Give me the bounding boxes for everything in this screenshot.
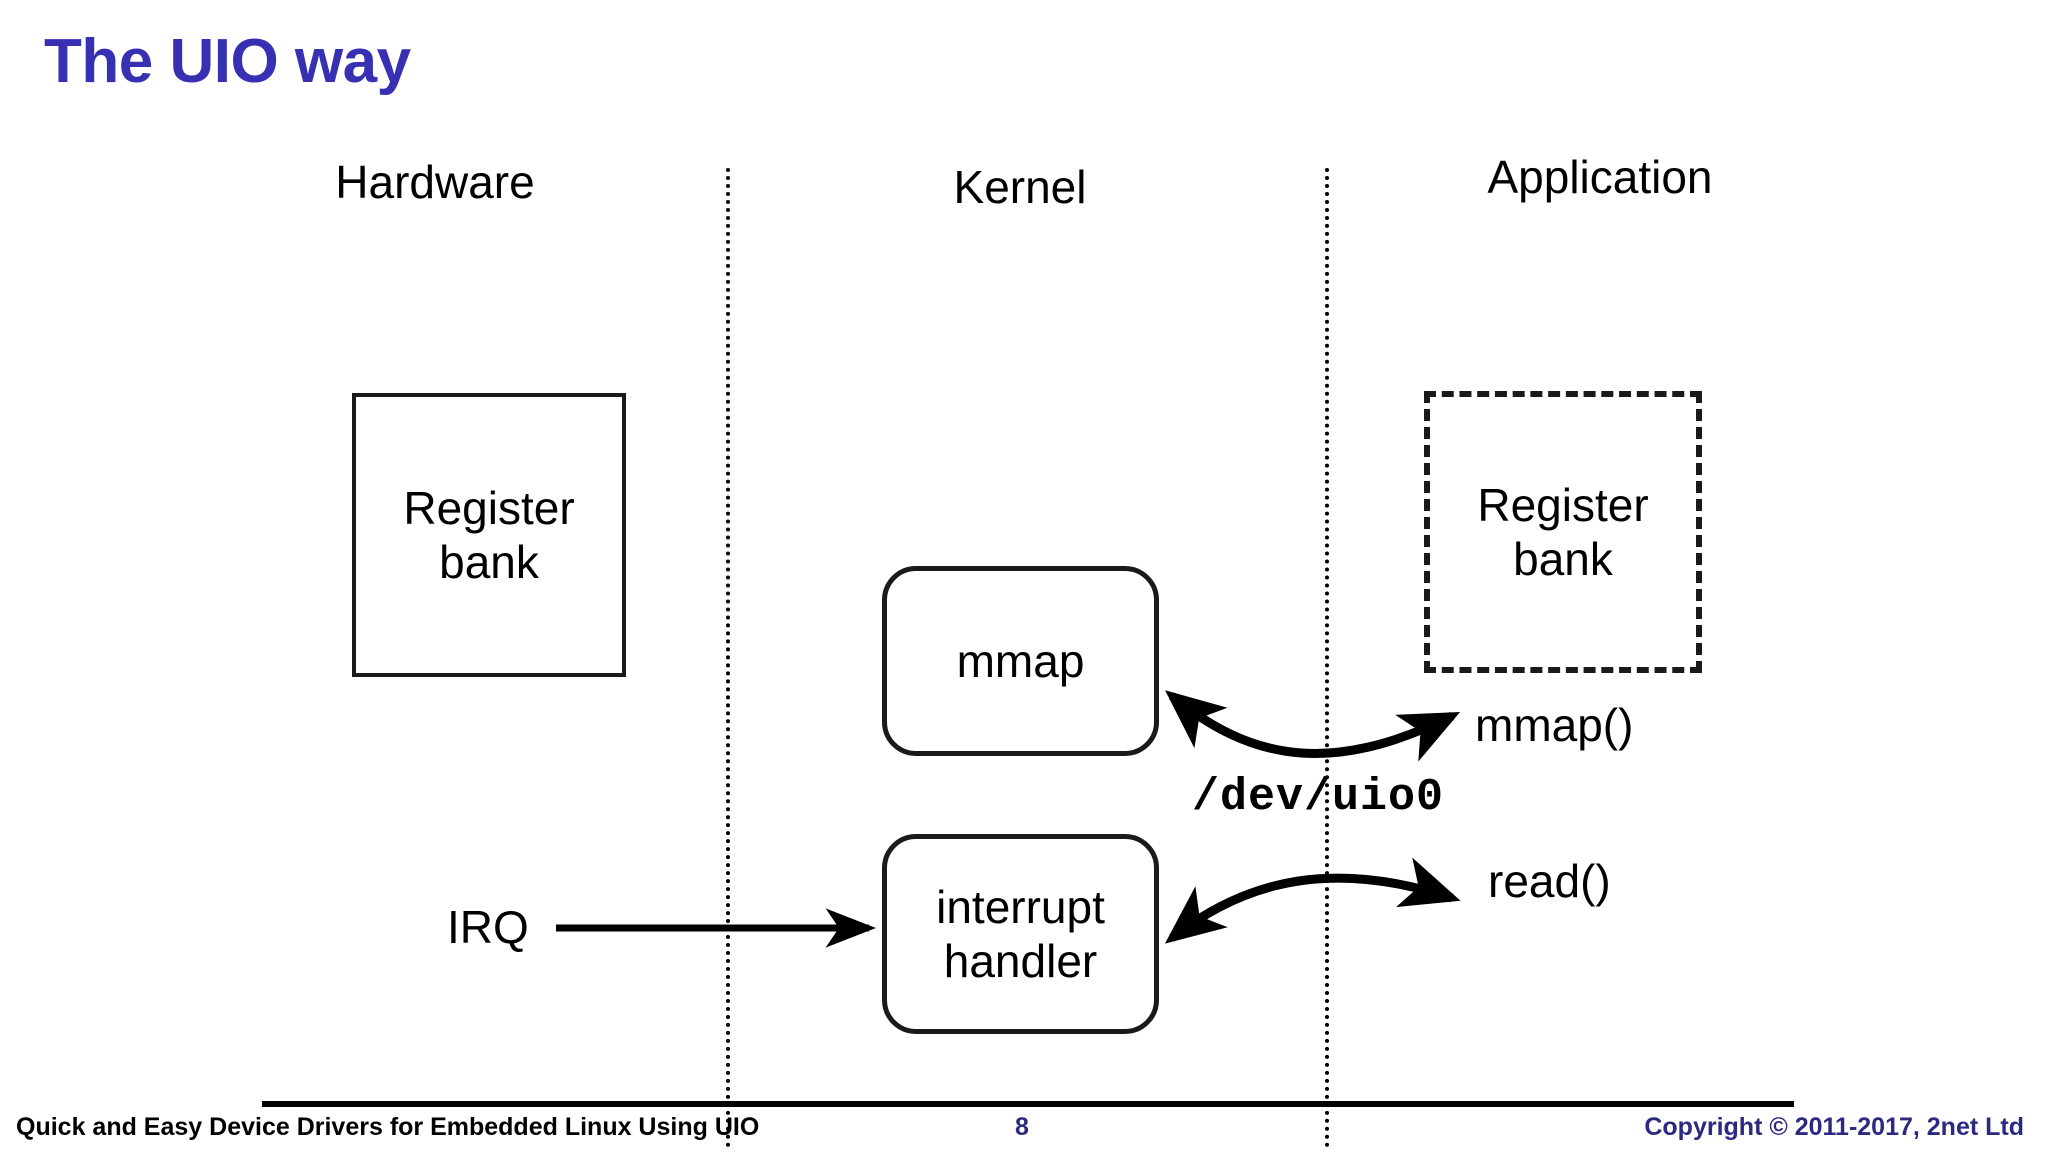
column-divider-kernel-application <box>1325 168 1329 1148</box>
register-bank-hardware-line2: bank <box>439 536 539 588</box>
interrupt-handler-line2: handler <box>943 935 1098 987</box>
mmap-arrow <box>1165 690 1461 762</box>
register-bank-hardware-box: Register bank <box>352 393 626 677</box>
read-arrow <box>1164 857 1461 944</box>
column-heading-application: Application <box>1487 151 1713 203</box>
register-bank-application-line1: Register <box>1477 478 1649 531</box>
column-divider-hardware-kernel <box>726 168 730 1148</box>
interrupt-handler-box: interrupt handler <box>882 834 1159 1034</box>
register-bank-hardware-line1: Register <box>403 481 575 534</box>
footer-copyright: Copyright © 2011-2017, 2net Ltd <box>1644 1113 2024 1141</box>
register-bank-application-box: Register bank <box>1424 391 1702 673</box>
register-bank-application-line2: bank <box>1513 533 1613 585</box>
mmap-box-label: mmap <box>956 634 1085 687</box>
mmap-call-label: mmap() <box>1475 699 1634 751</box>
dev-uio0-label: /dev/uio0 <box>1192 772 1445 823</box>
footer-course-title: Quick and Easy Device Drivers for Embedd… <box>16 1113 760 1141</box>
read-call-label: read() <box>1488 855 1611 907</box>
footer-divider <box>262 1101 1794 1107</box>
irq-label: IRQ <box>447 901 529 953</box>
interrupt-handler-line1: interrupt <box>936 880 1105 933</box>
footer-page-number: 8 <box>1015 1113 1029 1141</box>
page-title: The UIO way <box>44 27 411 96</box>
column-heading-hardware: Hardware <box>335 156 535 208</box>
mmap-box: mmap <box>882 566 1159 756</box>
column-heading-kernel: Kernel <box>953 161 1087 213</box>
